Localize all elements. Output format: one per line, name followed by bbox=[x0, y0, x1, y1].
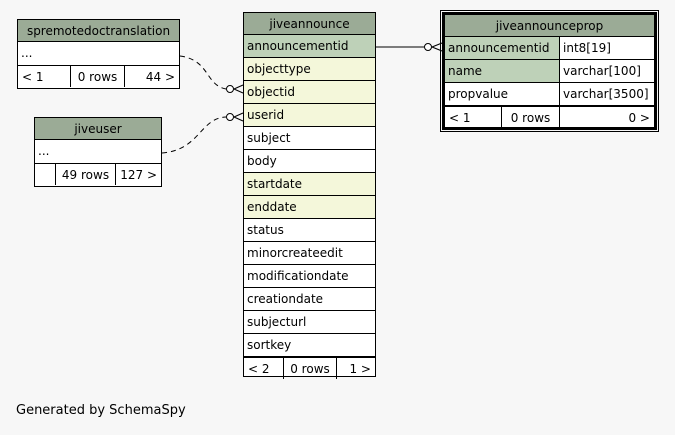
row-count: 49 rows bbox=[56, 164, 116, 185]
column-sortkey[interactable]: sortkey bbox=[244, 334, 375, 357]
column-creationdate[interactable]: creationdate bbox=[244, 288, 375, 311]
row-count: 0 rows bbox=[502, 107, 560, 128]
table-spremotedoctranslation[interactable]: spremotedoctranslation ... < 1 0 rows 44… bbox=[17, 19, 180, 89]
table-header[interactable]: jiveannounceprop bbox=[445, 15, 654, 37]
table-footer: 49 rows 127 > bbox=[35, 163, 161, 185]
column-type: varchar[100] bbox=[563, 64, 641, 78]
column-type: int8[19] bbox=[563, 41, 611, 55]
column-objectid[interactable]: objectid bbox=[244, 81, 375, 104]
parents-count[interactable]: < 2 bbox=[244, 358, 284, 379]
children-count[interactable]: 127 > bbox=[120, 168, 157, 182]
table-header[interactable]: spremotedoctranslation bbox=[18, 20, 179, 42]
edge-end-crowfoot bbox=[233, 112, 244, 122]
edge-end-circle bbox=[424, 43, 432, 51]
column-userid[interactable]: userid bbox=[244, 104, 375, 127]
children-count[interactable]: 44 > bbox=[145, 70, 175, 84]
column-body[interactable]: body bbox=[244, 150, 375, 173]
column-name: announcementid bbox=[445, 37, 560, 59]
edge-end-crowfoot bbox=[431, 42, 443, 52]
table-jiveuser[interactable]: jiveuser ... 49 rows 127 > bbox=[34, 117, 162, 187]
parents-count[interactable]: < 1 bbox=[445, 107, 502, 128]
generated-by-label: Generated by SchemaSpy bbox=[16, 403, 186, 418]
column-status[interactable]: status bbox=[244, 219, 375, 242]
row-count: 0 rows bbox=[71, 66, 125, 87]
column-startdate[interactable]: startdate bbox=[244, 173, 375, 196]
table-body-ellipsis: ... bbox=[21, 46, 33, 60]
edge-jiveuser-userid bbox=[161, 116, 227, 154]
row-count: 0 rows bbox=[284, 358, 337, 379]
table-header[interactable]: jiveannounce bbox=[244, 13, 375, 35]
column-minorcreateedit[interactable]: minorcreateedit bbox=[244, 242, 375, 265]
table-footer: < 2 0 rows 1 > bbox=[244, 357, 375, 379]
parents-count bbox=[35, 164, 56, 185]
column-modificationdate[interactable]: modificationdate bbox=[244, 265, 375, 288]
edge-end-crowfoot bbox=[233, 84, 244, 94]
table-header[interactable]: jiveuser bbox=[35, 118, 161, 140]
edge-end-circle bbox=[226, 85, 234, 93]
column-enddate[interactable]: enddate bbox=[244, 196, 375, 219]
column-subjecturl[interactable]: subjecturl bbox=[244, 311, 375, 334]
edge-spremotedoctranslation-objectid bbox=[179, 55, 227, 90]
table-footer: < 1 0 rows 44 > bbox=[18, 65, 179, 87]
column-name: name bbox=[445, 60, 560, 82]
edge-end-circle bbox=[226, 113, 234, 121]
children-count[interactable]: 1 > bbox=[349, 362, 371, 376]
column-name: propvalue bbox=[445, 83, 560, 105]
parents-count[interactable]: < 1 bbox=[18, 66, 71, 87]
column-subject[interactable]: subject bbox=[244, 127, 375, 150]
table-body-ellipsis: ... bbox=[38, 144, 50, 158]
column-type: varchar[3500] bbox=[563, 87, 649, 101]
column-objecttype[interactable]: objecttype bbox=[244, 58, 375, 81]
children-count[interactable]: 0 > bbox=[628, 111, 650, 125]
column-announcementid[interactable]: announcementid bbox=[244, 35, 375, 58]
table-footer: < 1 0 rows 0 > bbox=[445, 106, 654, 128]
